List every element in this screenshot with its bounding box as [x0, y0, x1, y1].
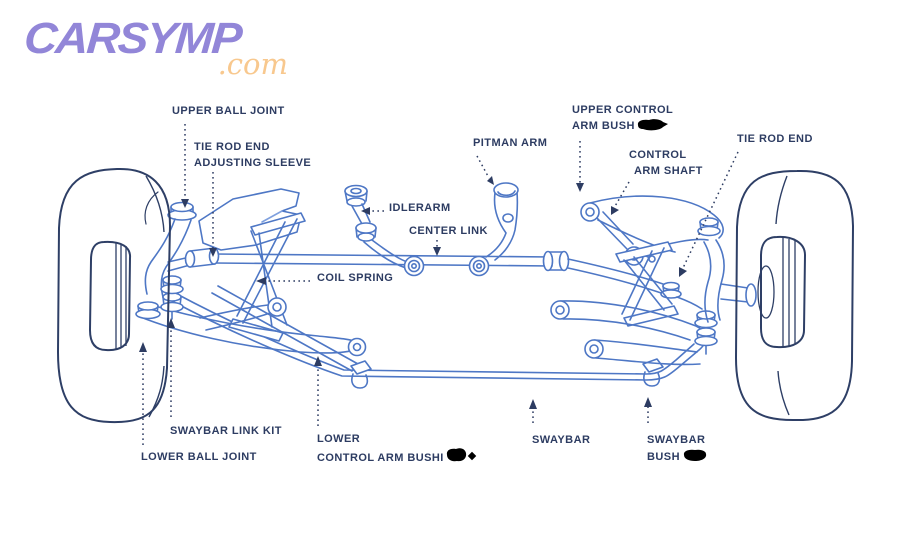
right-tie-rod	[567, 258, 703, 310]
leader-tie-rod-end	[682, 151, 739, 269]
left-swaybar-link	[160, 275, 184, 320]
label-swaybar: SWAYBAR	[532, 434, 591, 446]
label-idler-arm: IDLERARM	[389, 202, 451, 214]
label-pitman-arm: PITMAN ARM	[473, 137, 548, 149]
center-link-eyes	[403, 250, 570, 277]
label-swaybar-link-kit: SWAYBAR LINK KIT	[170, 425, 282, 437]
label-control-arm-shaft: CONTROL ARM SHAFT	[629, 149, 703, 177]
logo-tld-text: .com	[217, 47, 288, 81]
left-lower-ball-joint	[135, 301, 161, 320]
pitman-arm-part	[485, 182, 519, 261]
suspension-linework	[135, 182, 757, 389]
carsymp-logo: CARSYMP .com	[23, 13, 294, 81]
label-center-link: CENTER LINK	[409, 225, 488, 237]
right-tire	[735, 169, 854, 422]
right-coil-spring	[615, 241, 679, 327]
left-lower-control-arm	[137, 285, 367, 372]
label-tie-rod-end: TIE ROD END	[737, 133, 813, 145]
label-upper-ball-joint: UPPER BALL JOINT	[172, 105, 285, 117]
label-lower-ball-joint: LOWER BALL JOINT	[141, 451, 257, 463]
idler-arm-part	[344, 184, 411, 269]
right-steering-knuckle	[703, 239, 757, 323]
label-coil-spring: COIL SPRING	[317, 272, 394, 284]
label-tie-rod-end-adjusting-sleeve: TIE ROD END ADJUSTING SLEEVE	[194, 141, 312, 169]
label-upper-control-arm-bushings: UPPER CONTROL ARM BUSH	[572, 104, 674, 132]
left-tire	[57, 167, 171, 424]
redaction-scribble	[636, 118, 670, 131]
swaybar-bracket-left	[350, 360, 372, 389]
redaction-scribble	[681, 448, 709, 462]
left-coil-spring	[228, 212, 306, 342]
center-link-band	[213, 253, 553, 267]
right-lower-control-arm	[550, 300, 709, 366]
left-upper-control-arm	[198, 188, 302, 251]
leader-control-arm-shaft	[613, 181, 630, 209]
leader-lines	[139, 124, 739, 445]
left-upper-ball-joint	[167, 201, 197, 221]
label-swaybar-bushings: SWAYBAR BUSH	[647, 432, 709, 465]
label-lower-control-arm-bushings: LOWER CONTROL ARM BUSHI	[317, 431, 479, 466]
leader-pitman-arm	[476, 155, 490, 179]
redaction-scribble	[445, 447, 479, 463]
